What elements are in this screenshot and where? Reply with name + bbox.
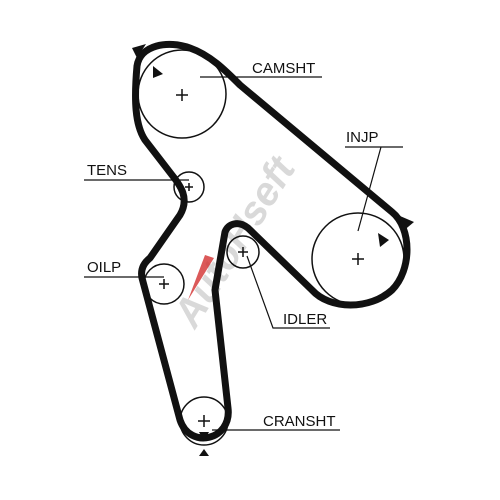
label-idler: IDLER <box>283 311 327 328</box>
injection-pump-timing-mark-icon <box>378 233 389 247</box>
label-crankshaft: CRANSHT <box>263 413 336 430</box>
label-injection-pump: INJP <box>346 129 379 146</box>
timing-belt <box>132 40 411 442</box>
oil-pump-pulley <box>143 263 185 305</box>
idler-pulley <box>226 235 260 269</box>
plus-icon <box>198 415 210 427</box>
crankshaft-bottom-mark-icon <box>199 449 209 456</box>
plus-icon <box>352 253 364 265</box>
tensioner-pulley <box>173 171 205 203</box>
rotation-arrow-icon <box>400 216 414 232</box>
leader-lines <box>84 76 403 431</box>
rotation-arrow-icon <box>132 44 146 58</box>
watermark: AutoHseft <box>165 148 305 336</box>
camshaft-pulley <box>137 49 227 139</box>
label-tensioner: TENS <box>87 162 127 179</box>
plus-icon <box>185 183 193 191</box>
crankshaft-timing-mark-icon <box>199 432 209 441</box>
label-oil-pump: OILP <box>87 259 121 276</box>
crankshaft-pulley <box>179 396 229 446</box>
injection-pump-pulley <box>311 212 405 306</box>
watermark-text: AutoHseft <box>165 148 305 336</box>
camshaft-timing-mark-icon <box>153 66 163 78</box>
watermark-accent <box>188 255 214 300</box>
plus-icon <box>159 279 169 289</box>
plus-icon <box>238 247 248 257</box>
label-camshaft: CAMSHT <box>252 60 315 77</box>
plus-icon <box>176 89 188 101</box>
